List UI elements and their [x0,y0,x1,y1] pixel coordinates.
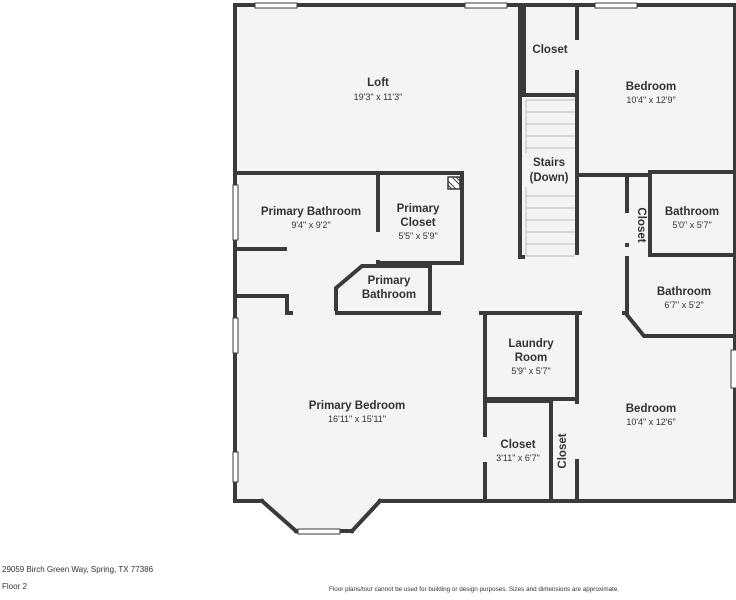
primary-bathroom-name: Primary Bathroom [261,206,361,218]
closet-top-name: Closet [532,44,567,56]
laundry-line1: Laundry [508,338,554,350]
door-openings [293,40,646,462]
bedroom-se-dims: 10'4" x 12'6" [626,417,675,427]
stairs-label-line2: (Down) [530,172,569,184]
bedroom-ne-dims: 10'4" x 12'9" [626,95,675,105]
laundry-line2: Room [515,352,548,364]
bathroom-1-dims: 5'0" x 5'7" [672,220,711,230]
bathroom-1-name: Bathroom [665,206,719,218]
closet-bottom-name: Closet [500,439,535,451]
address-text: 29059 Birch Green Way, Spring, TX 77386 [2,565,154,574]
primary-bathroom-small-line1: Primary [368,275,411,287]
loft-name: Loft [367,77,389,89]
primary-bedroom-dims: 16'11" x 15'11" [328,414,386,424]
closet-bottom-vertical-name: Closet [557,433,569,468]
windows [232,2,736,535]
primary-bathroom-dims: 9'4" x 9'2" [291,220,330,230]
primary-bedroom-name: Primary Bedroom [309,400,406,412]
stairs-label-line1: Stairs [533,157,565,169]
bathroom-2-dims: 6'7" x 5'2" [664,300,703,310]
stairs-label-backdrop [525,153,575,187]
floor-area [235,5,735,534]
closet-mid-right-name: Closet [635,207,647,242]
primary-closet-dims: 5'5" x 5'9" [398,231,437,241]
primary-closet-line2: Closet [400,217,435,229]
stairs-treads [525,99,575,257]
primary-bathroom-small-line2: Bathroom [362,289,416,301]
laundry-dims: 5'9" x 5'7" [511,366,550,376]
bedroom-se-name: Bedroom [626,403,676,415]
closet-bottom-dims: 3'11" x 6'7" [496,453,540,463]
loft-dims: 19'3" x 11'3" [354,92,403,102]
disclaimer-text: Floor plans/tour cannot be used for buil… [329,586,620,593]
primary-closet-line1: Primary [397,203,440,215]
vent-icon [447,176,461,190]
floor-label: Floor 2 [2,582,27,591]
bathroom-2-name: Bathroom [657,286,711,298]
bedroom-ne-name: Bedroom [626,81,676,93]
